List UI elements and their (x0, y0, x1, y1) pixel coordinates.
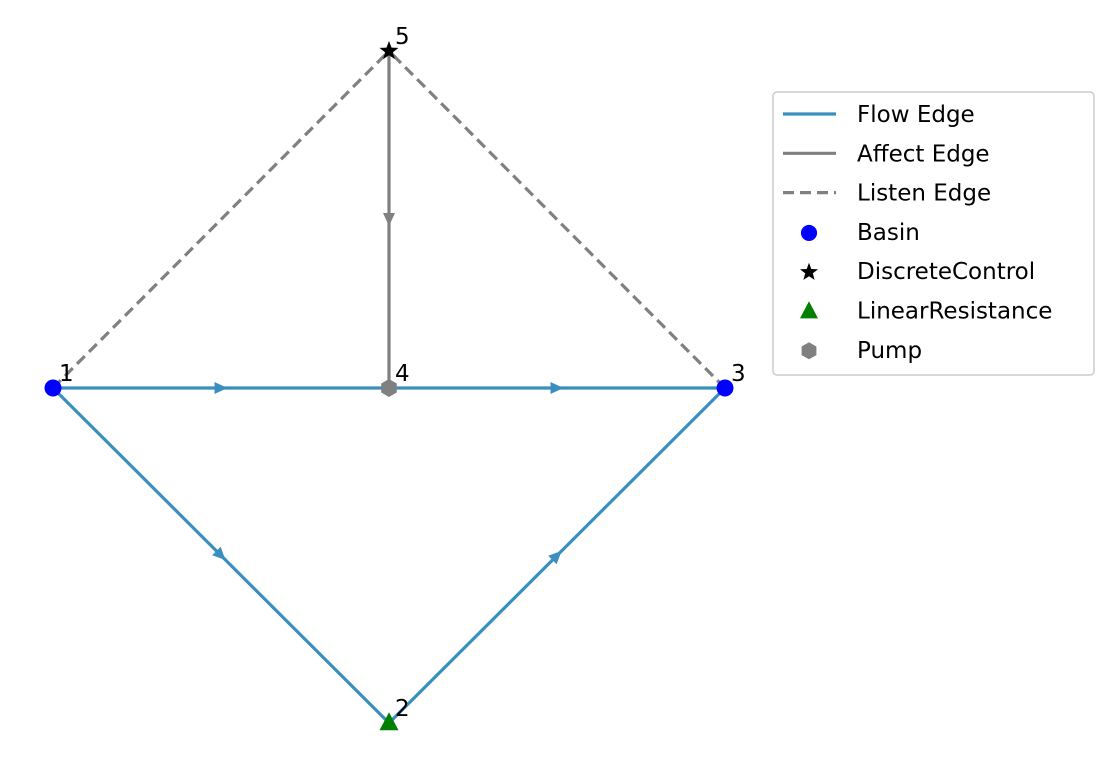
listen-edge-1-5 (51, 49, 391, 390)
legend-label-affect-edge: Affect Edge (857, 141, 990, 167)
legend-label-flow-edge: Flow Edge (857, 102, 975, 128)
legend-label-listen-edge: Listen Edge (857, 181, 991, 207)
node-label-5: 5 (395, 24, 410, 50)
arrows-layer (212, 213, 564, 565)
legend-swatch-discretecontrol (800, 262, 818, 280)
nodes-layer (44, 41, 734, 731)
listen-edge-3-5 (387, 49, 727, 390)
node-4-marker (381, 379, 397, 397)
node-label-1: 1 (59, 361, 74, 387)
node-3-marker (716, 379, 734, 397)
node-label-3: 3 (731, 361, 746, 387)
legend-swatch-pump (801, 342, 817, 360)
legend-frame (772, 91, 1095, 376)
legend-label-discretecontrol: DiscreteControl (857, 259, 1035, 285)
node-2-marker (379, 712, 399, 731)
legend-label-pump: Pump (857, 338, 922, 364)
affect-edge-arrow-5-4 (383, 213, 395, 226)
node-label-4: 4 (395, 361, 410, 387)
node-5-marker (379, 41, 399, 60)
legend-swatch-linearresistance (799, 301, 819, 319)
node-label-2: 2 (395, 696, 410, 722)
legend-swatch-basin (800, 224, 818, 241)
flow-edge-arrow-4-3 (550, 382, 564, 394)
flow-edge-arrow-1-4 (214, 382, 228, 394)
node-labels-layer: 1 2 3 4 5 (59, 24, 746, 722)
legend-label-basin: Basin (857, 220, 920, 246)
flow-edge-arrow-2-3 (548, 550, 562, 565)
node-1-marker (44, 379, 62, 397)
legend-label-linearresistance: LinearResistance (857, 299, 1052, 325)
flow-edge-arrow-1-2 (212, 546, 226, 561)
